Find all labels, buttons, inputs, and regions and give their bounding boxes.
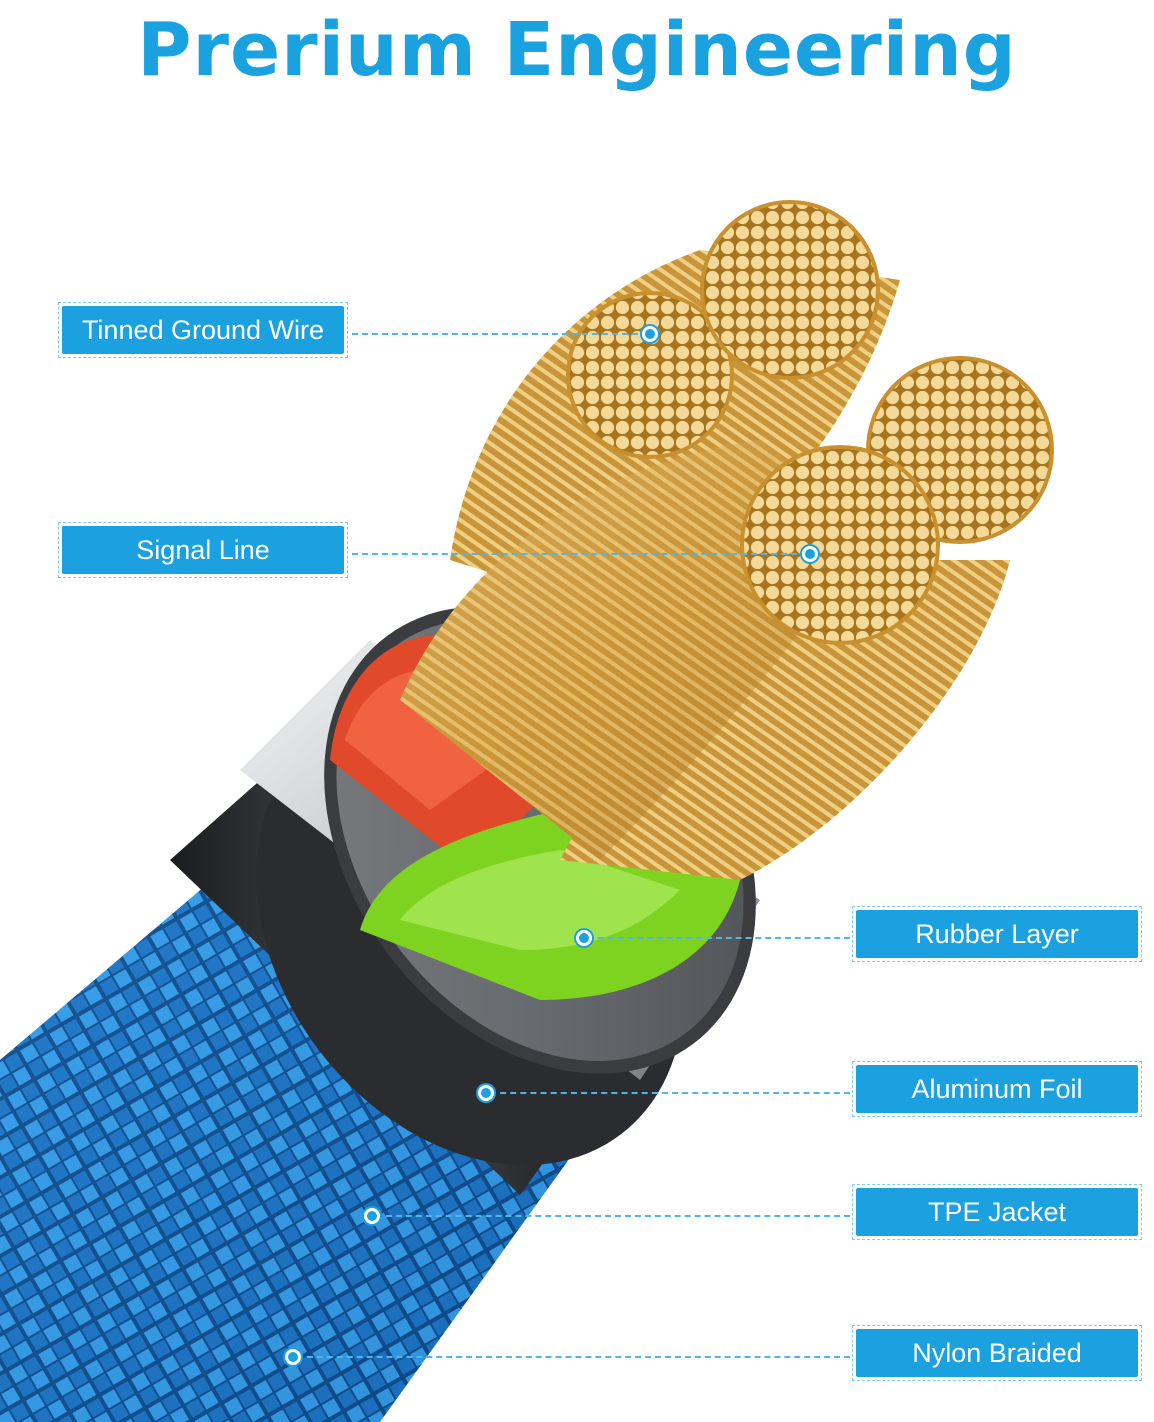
- pointer-dot-tinned-ground-wire: [642, 326, 658, 342]
- label-tinned-ground-wire: Tinned Ground Wire: [58, 302, 348, 358]
- label-signal-line: Signal Line: [58, 522, 348, 578]
- label-text: Nylon Braided: [856, 1329, 1138, 1377]
- label-text: Aluminum Foil: [856, 1065, 1138, 1113]
- leader-line-rubber-layer: [588, 937, 850, 939]
- diagram-title: Prerium Engineering: [137, 7, 1017, 93]
- leader-line-aluminum-foil: [490, 1092, 850, 1094]
- label-text: Tinned Ground Wire: [62, 306, 344, 354]
- label-aluminum-foil: Aluminum Foil: [852, 1061, 1142, 1117]
- label-text: Signal Line: [62, 526, 344, 574]
- leader-line-nylon-braided: [297, 1356, 850, 1358]
- pointer-dot-nylon-braided: [285, 1349, 301, 1365]
- label-text: TPE Jacket: [856, 1188, 1138, 1236]
- label-tpe-jacket: TPE Jacket: [852, 1184, 1142, 1240]
- leader-line-signal-line: [352, 553, 807, 555]
- pointer-dot-aluminum-foil: [478, 1085, 494, 1101]
- pointer-dot-rubber-layer: [576, 930, 592, 946]
- label-text: Rubber Layer: [856, 910, 1138, 958]
- leader-line-tpe-jacket: [376, 1215, 850, 1217]
- pointer-dot-tpe-jacket: [364, 1208, 380, 1224]
- label-rubber-layer: Rubber Layer: [852, 906, 1142, 962]
- pointer-dot-signal-line: [802, 546, 818, 562]
- leader-line-tinned-ground-wire: [352, 333, 648, 335]
- label-nylon-braided: Nylon Braided: [852, 1325, 1142, 1381]
